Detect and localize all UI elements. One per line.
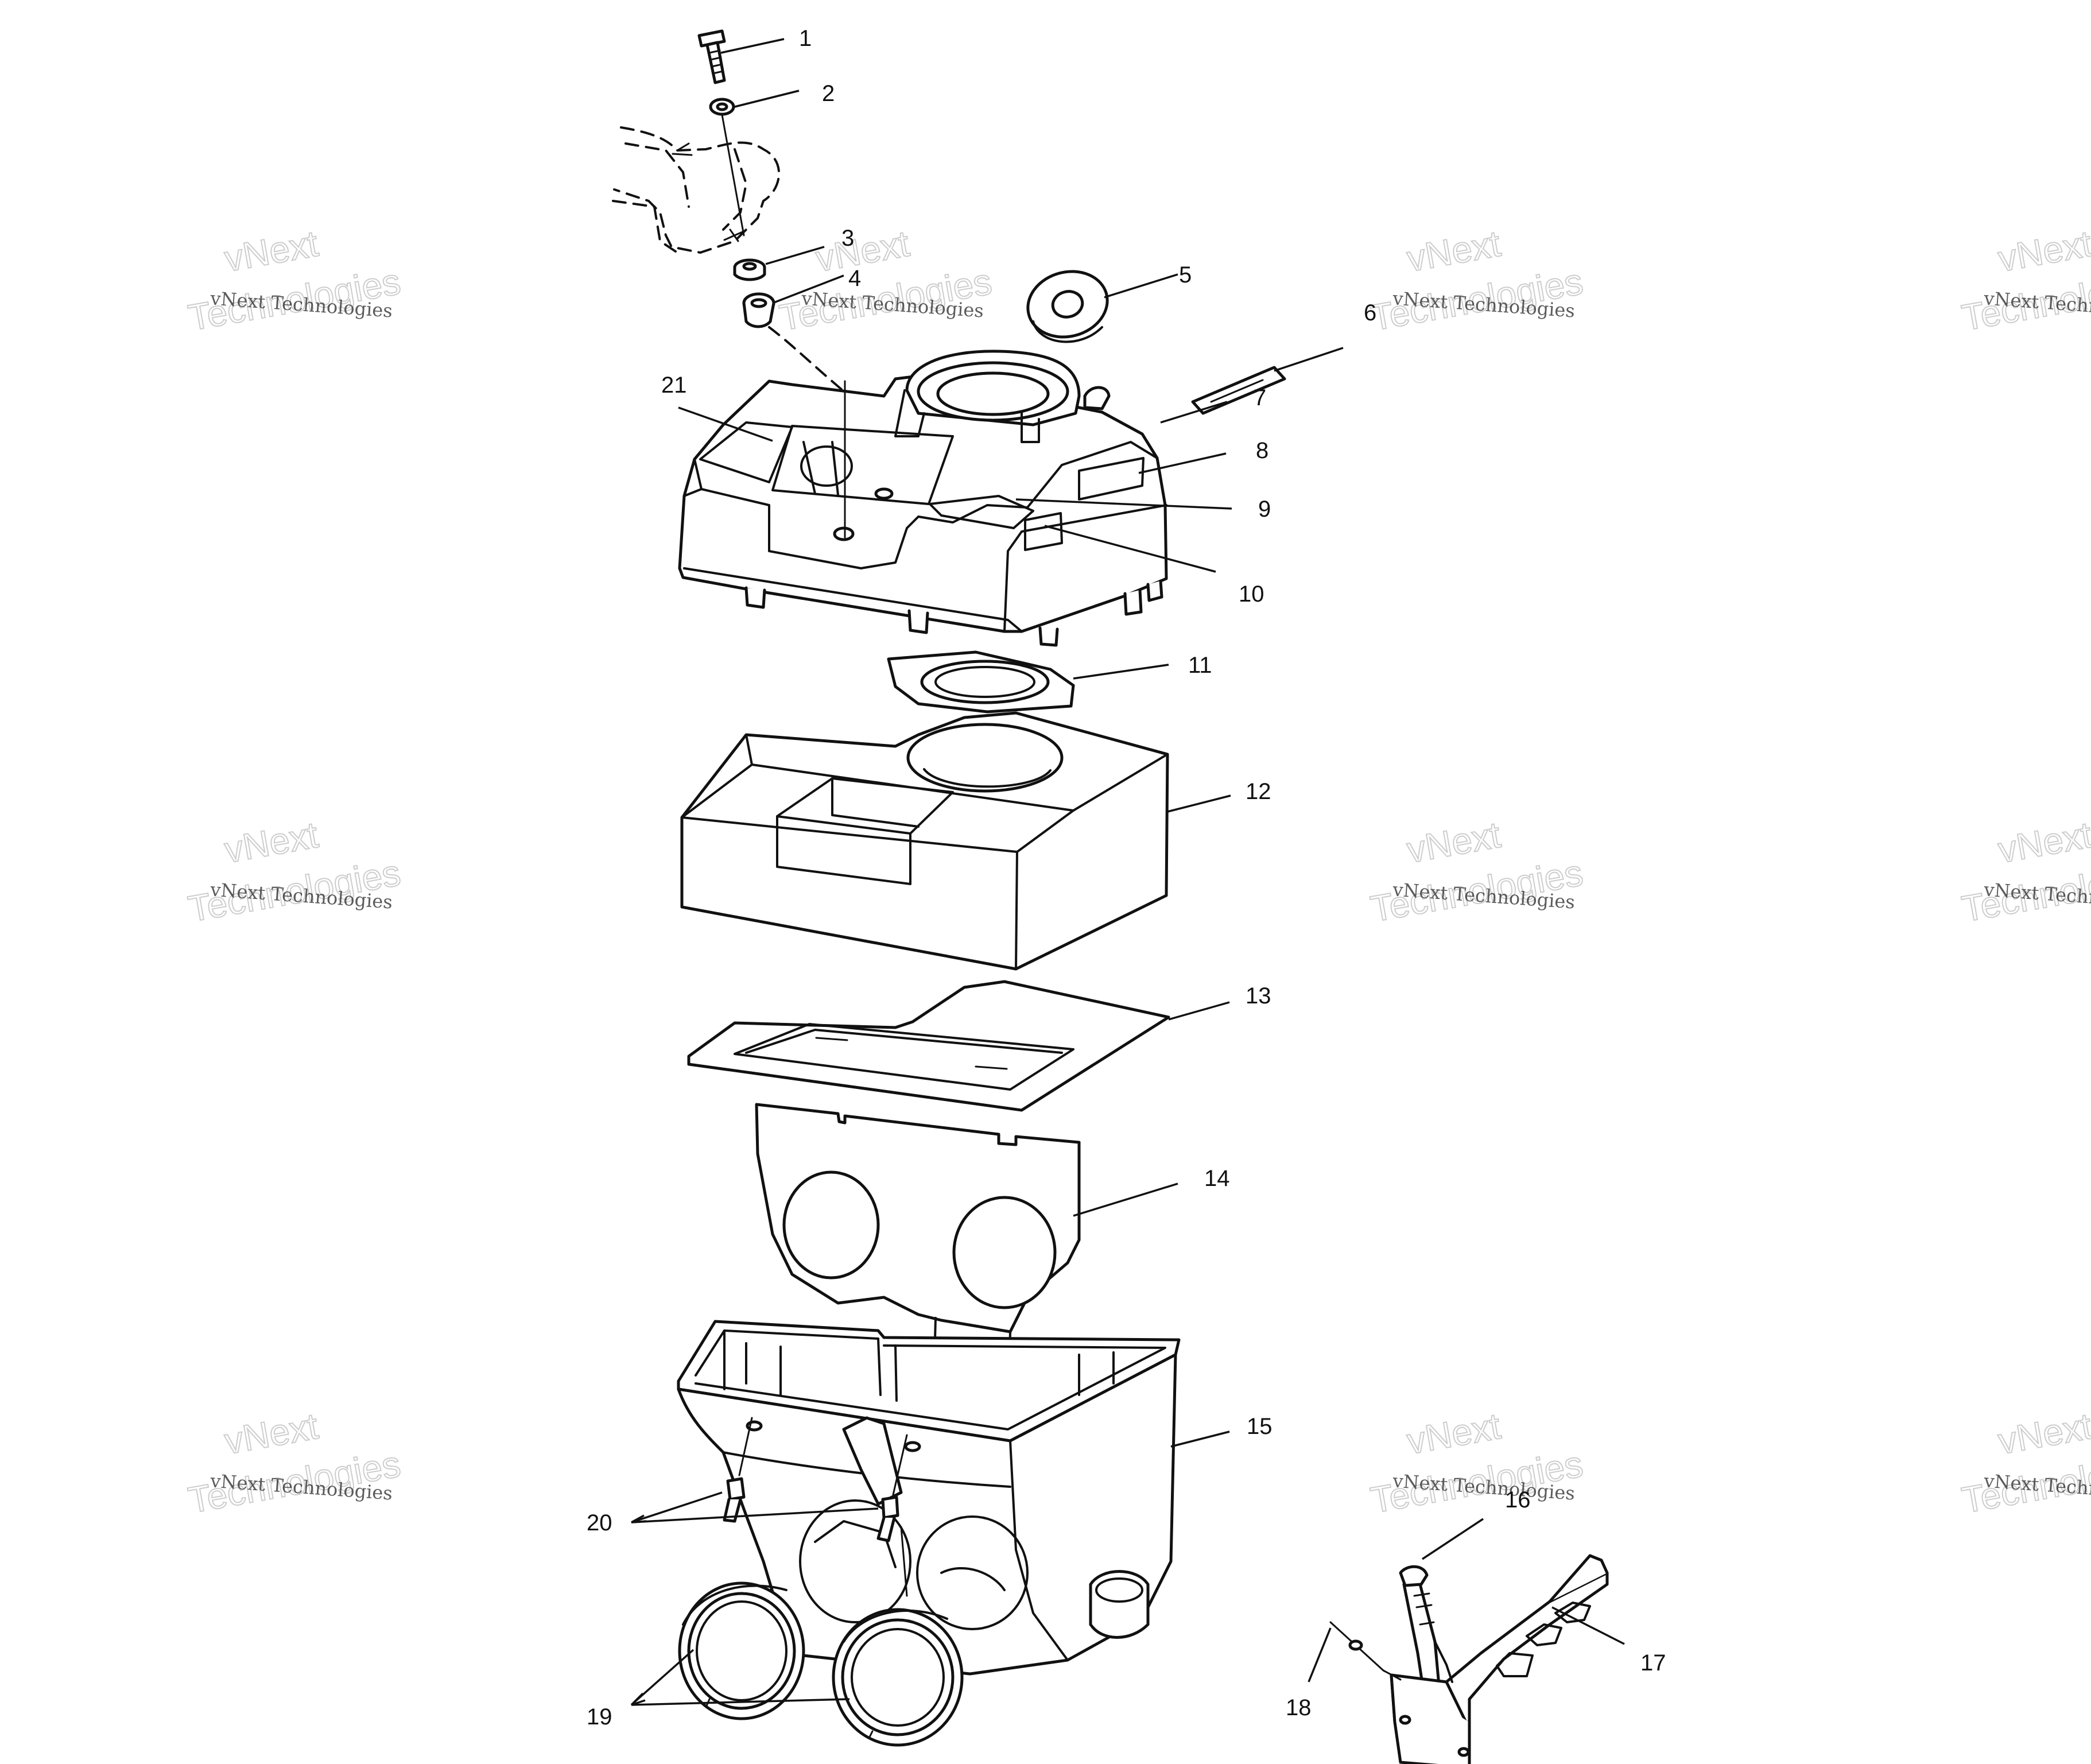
callout-8: 8 — [1256, 438, 1268, 463]
watermark-big-line-1: vNext — [222, 1405, 321, 1462]
part-20-clamp-screws — [723, 1417, 908, 1597]
callout-15: 15 — [1247, 1414, 1273, 1439]
part-5-grommet-ring — [1026, 270, 1109, 343]
part-6-strap — [1191, 366, 1286, 415]
callout-5: 5 — [1179, 262, 1192, 288]
callout-10: 10 — [1239, 581, 1264, 607]
part-7-airbox-cover — [678, 350, 1168, 647]
callout-12: 12 — [1246, 779, 1271, 804]
watermark-big-line-1: vNext — [222, 814, 321, 871]
callout-19: 19 — [587, 1704, 612, 1730]
watermark-big-line-1: vNext — [222, 223, 321, 280]
callout-20: 20 — [587, 1510, 612, 1536]
watermark-big-line-1: vNext — [1404, 223, 1504, 280]
watermark-big-line-1: vNext — [1404, 1405, 1504, 1462]
callout-9: 9 — [1258, 497, 1271, 522]
part-4-grommet — [742, 292, 851, 397]
watermark-big-line-1: vNext — [1995, 814, 2091, 871]
callout-labels: 1 2 3 4 5 6 7 8 9 10 11 12 13 14 15 16 1… — [587, 26, 1666, 1730]
part-2-washer — [709, 98, 735, 116]
watermark-big-line-1: vNext — [1995, 223, 2091, 280]
watermark-big-line-1: vNext — [813, 223, 913, 280]
part-15-airbox-base — [677, 1320, 1181, 1676]
callout-3: 3 — [841, 226, 854, 251]
part-11-gasket — [887, 650, 1075, 714]
callout-18: 18 — [1286, 1695, 1312, 1720]
watermark-big-line-1: vNext — [1995, 1405, 2091, 1462]
callout-11: 11 — [1188, 653, 1212, 678]
callout-13: 13 — [1246, 983, 1271, 1009]
leader-lines — [630, 38, 1625, 1706]
part-12-filter-box — [680, 711, 1169, 971]
callout-21: 21 — [661, 373, 687, 398]
callout-14: 14 — [1204, 1166, 1230, 1191]
part-1-screw — [697, 29, 726, 84]
part-18-rivet — [1329, 1621, 1402, 1681]
part-19-intake-boots — [678, 1581, 964, 1747]
callout-2: 2 — [822, 81, 835, 106]
callout-4: 4 — [848, 266, 861, 291]
callout-1: 1 — [799, 26, 812, 51]
frame-bracket-reference — [612, 114, 780, 254]
callout-7: 7 — [1254, 385, 1266, 410]
watermark-big-line-1: vNext — [1404, 814, 1504, 871]
callout-17: 17 — [1640, 1650, 1666, 1676]
callout-6: 6 — [1364, 300, 1376, 325]
part-17-bracket — [1390, 1554, 1609, 1764]
callout-16: 16 — [1505, 1487, 1531, 1513]
part-3-nut — [733, 258, 766, 281]
part-13-filter-plate — [687, 980, 1170, 1112]
